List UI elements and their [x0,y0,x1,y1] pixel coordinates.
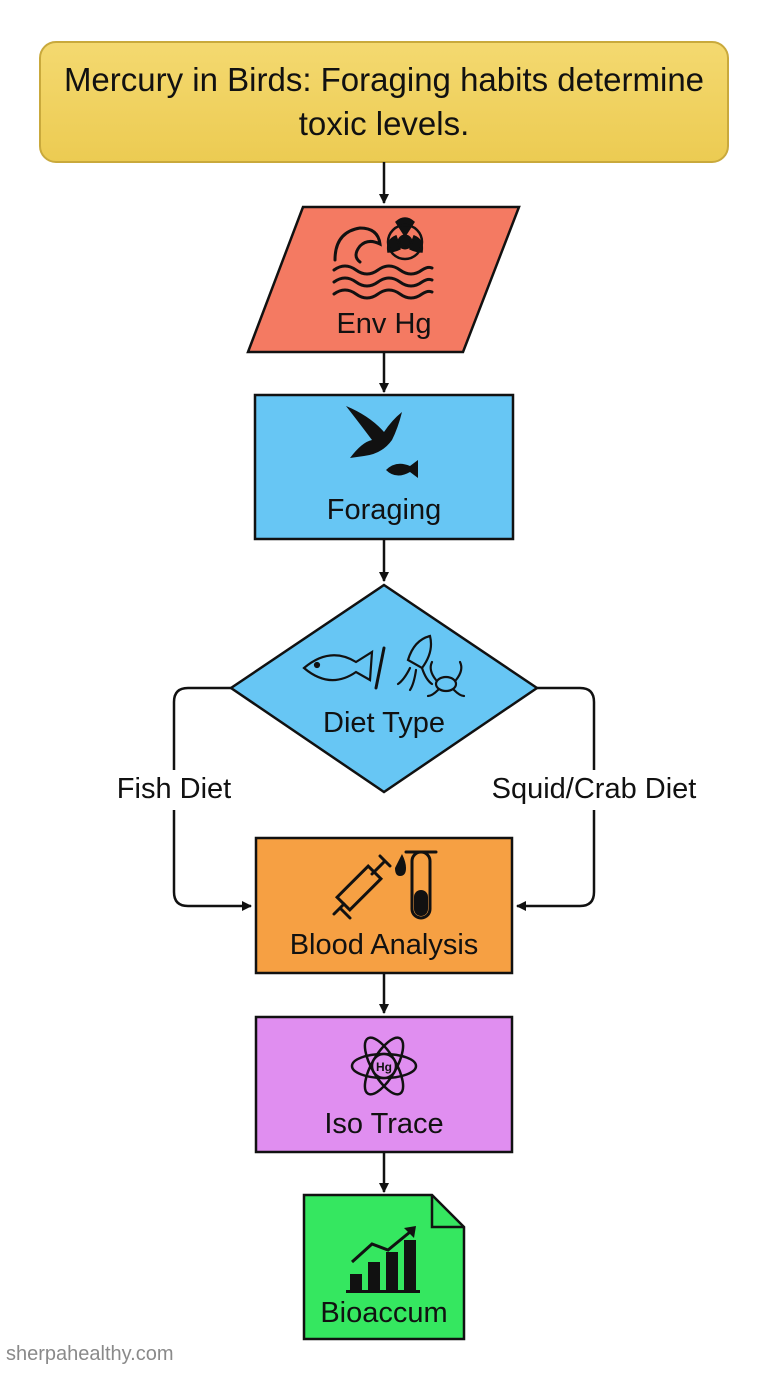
foraging-node [253,393,515,541]
document-fold [430,1195,464,1229]
syringe-test-tube-icon [332,850,438,920]
bioaccum-node [302,1193,466,1341]
title: Mercury in Birds: Foraging habits determ… [63,61,705,142]
blood-analysis-label: Blood Analysis [289,929,479,961]
atom-hg-icon: Hg [350,1036,418,1096]
foraging-label: Foraging [326,494,442,526]
water-biohazard-icon [332,217,434,300]
fish-squid-crab-icon [302,634,466,698]
squid-crab-diet-label: Squid/Crab Diet [491,773,697,805]
diet-type-label: Diet Type [323,707,445,739]
connectors [172,162,596,1193]
iso-trace-label: Iso Trace [324,1108,444,1140]
bar-chart-up-icon [346,1226,420,1293]
diet-type-node [228,583,540,794]
fish-diet-label: Fish Diet [116,773,232,805]
arrow-squid-branch [517,686,596,906]
bioaccum-label: Bioaccum [320,1297,448,1329]
watermark: sherpahealthy.com [6,1343,174,1365]
arrow-fish-branch [172,686,251,906]
bird-fish-icon [346,406,418,478]
atom-symbol-text: Hg [376,1060,392,1074]
env-hg-label: Env Hg [336,308,432,340]
